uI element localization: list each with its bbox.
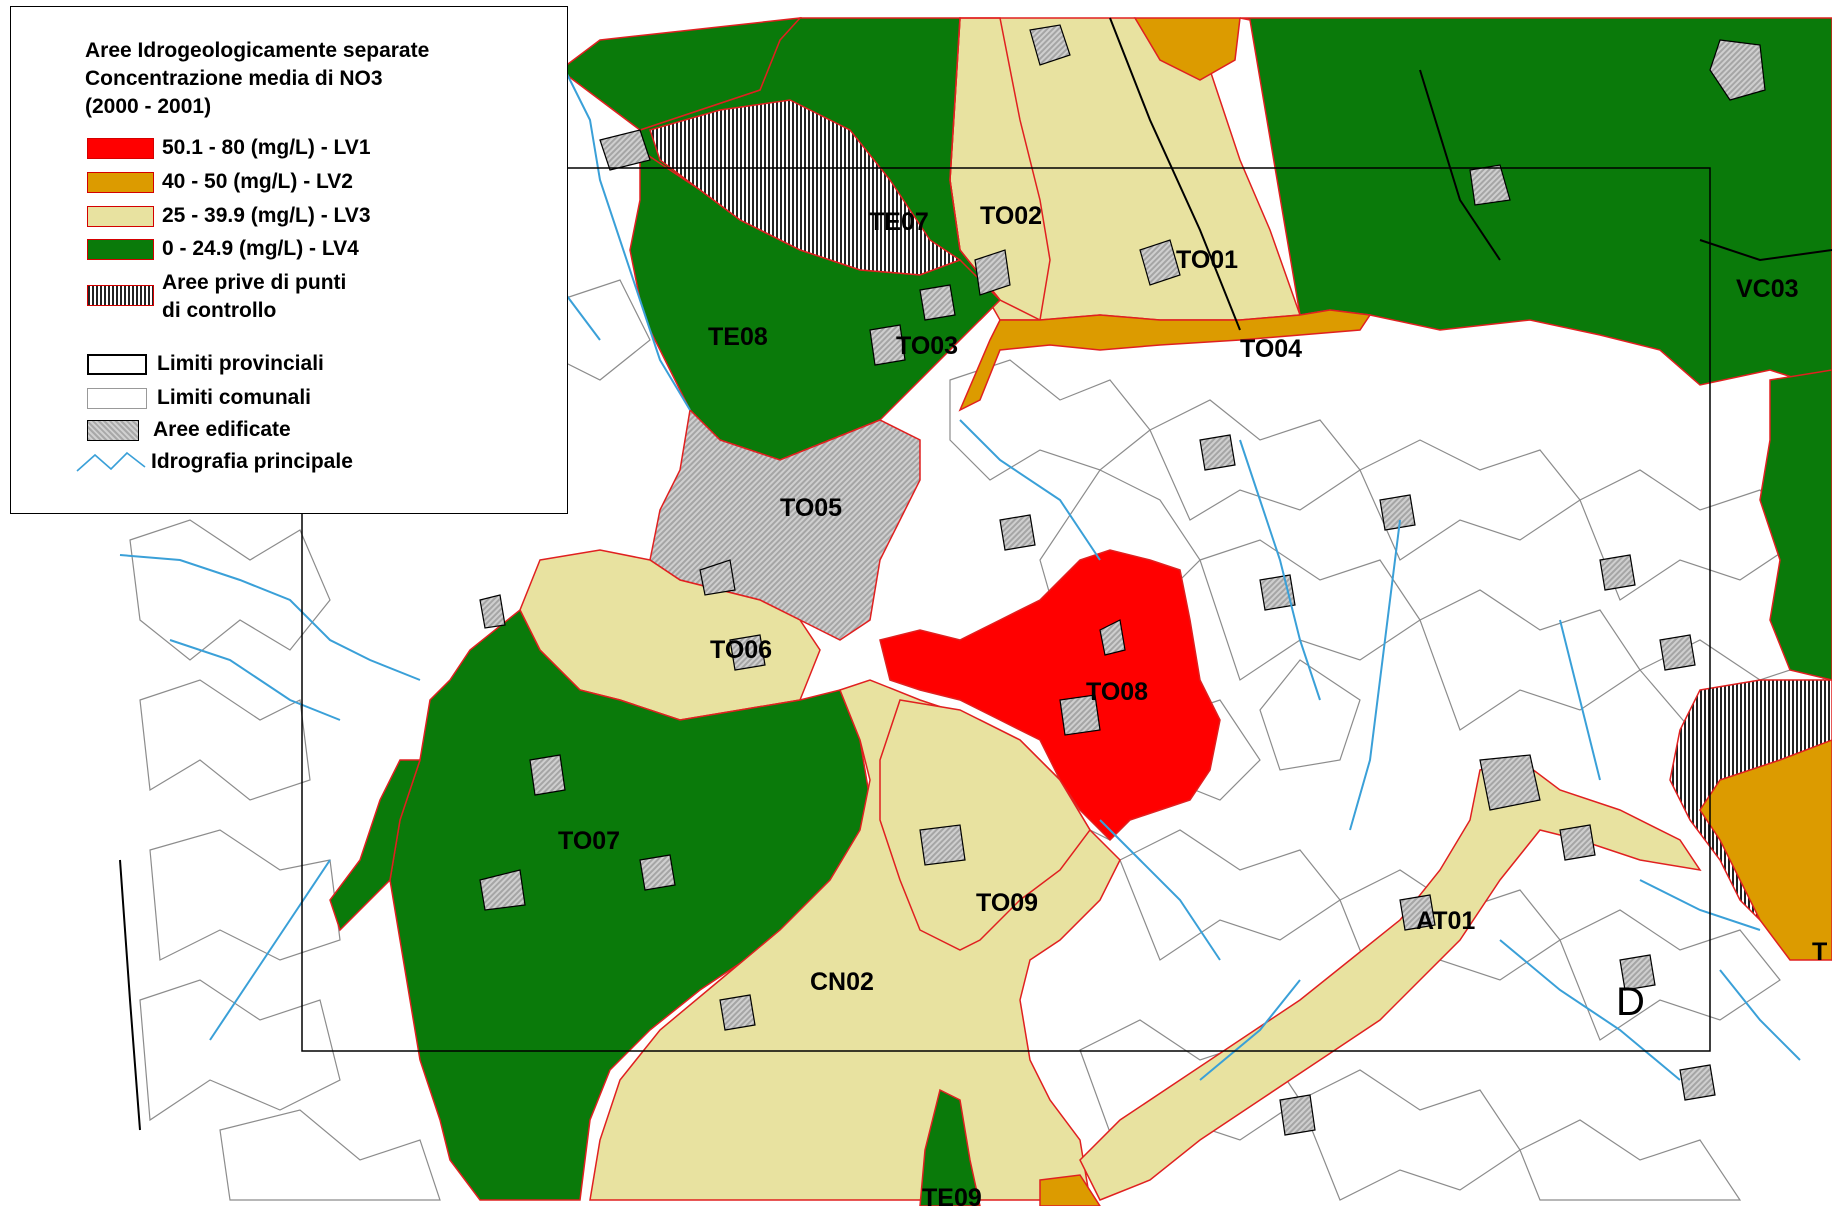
zone-polygons bbox=[329, 17, 1832, 1206]
legend-item-lv3: 25 - 39.9 (mg/L) - LV3 bbox=[87, 203, 371, 229]
zone-east-green bbox=[1759, 369, 1832, 681]
zone-te09-green bbox=[919, 1088, 981, 1206]
zone-at01-strip bbox=[1079, 759, 1702, 1201]
legend-item-lv1: 50.1 - 80 (mg/L) - LV1 bbox=[87, 135, 371, 161]
legend-item-hydrography: Idrografia principale bbox=[75, 449, 353, 475]
legend-label-lv1: 50.1 - 80 (mg/L) - LV1 bbox=[162, 136, 371, 159]
legend-swatch-municipal bbox=[87, 387, 147, 409]
zone-label-te08: TE08 bbox=[708, 323, 768, 351]
legend-swatch-lv3 bbox=[87, 205, 154, 227]
legend-swatch-built bbox=[87, 419, 139, 441]
zone-label-te09: TE09 bbox=[922, 1184, 982, 1206]
zone-to08-red bbox=[879, 549, 1221, 842]
map-legend: Aree Idrogeologicamente separate Concent… bbox=[10, 6, 568, 514]
legend-label-no-control-line1: Aree prive di punti bbox=[162, 271, 347, 294]
zone-label-to04: TO04 bbox=[1240, 335, 1302, 363]
legend-title-line1: Aree Idrogeologicamente separate bbox=[85, 39, 430, 62]
zone-label-to07: TO07 bbox=[558, 827, 620, 855]
zone-label-to09: TO09 bbox=[976, 889, 1038, 917]
legend-swatch-lv1 bbox=[87, 137, 154, 159]
zone-label-vc03: VC03 bbox=[1736, 275, 1799, 303]
legend-label-no-control: Aree prive di punti di controllo bbox=[162, 269, 346, 325]
zone-to07-appendix bbox=[329, 759, 422, 932]
legend-swatch-lv4 bbox=[87, 238, 154, 260]
legend-label-provincial: Limiti provinciali bbox=[157, 352, 324, 375]
legend-item-lv2: 40 - 50 (mg/L) - LV2 bbox=[87, 169, 353, 195]
hydrography bbox=[119, 59, 1801, 1081]
legend-label-no-control-line2: di controllo bbox=[162, 299, 277, 322]
legend-label-lv3: 25 - 39.9 (mg/L) - LV3 bbox=[162, 204, 371, 227]
legend-item-no-control: Aree prive di punti di controllo bbox=[87, 269, 346, 325]
study-area-frame bbox=[301, 167, 1711, 1052]
zone-label-to06: TO06 bbox=[710, 636, 772, 664]
zone-label-cn02: CN02 bbox=[810, 968, 874, 996]
zone-label-at01: AT01 bbox=[1416, 907, 1475, 935]
legend-title-line3: (2000 - 2001) bbox=[85, 95, 212, 118]
legend-label-built: Aree edificate bbox=[153, 418, 291, 441]
legend-label-hydrography: Idrografia principale bbox=[151, 450, 353, 473]
legend-label-municipal: Limiti comunali bbox=[157, 386, 312, 409]
legend-label-lv4: 0 - 24.9 (mg/L) - LV4 bbox=[162, 237, 359, 260]
legend-item-municipal: Limiti comunali bbox=[87, 385, 311, 411]
zone-label-te07: TE07 bbox=[869, 208, 929, 236]
zone-label-to08: TO08 bbox=[1086, 678, 1148, 706]
zone-label-to02: TO02 bbox=[980, 202, 1042, 230]
legend-swatch-provincial bbox=[87, 353, 147, 375]
zone-label-to01: TO01 bbox=[1176, 246, 1238, 274]
zone-to02-green bbox=[558, 17, 802, 131]
river-line-icon bbox=[76, 451, 146, 472]
legend-swatch-no-control bbox=[87, 285, 154, 306]
zone-label-t: T bbox=[1812, 938, 1827, 966]
legend-label-lv2: 40 - 50 (mg/L) - LV2 bbox=[162, 170, 353, 193]
zone-to04-strip bbox=[958, 309, 1372, 412]
zone-label-d: D bbox=[1616, 980, 1645, 1024]
zone-label-to03: TO03 bbox=[896, 332, 958, 360]
provincial-limits bbox=[119, 17, 1832, 1131]
legend-item-provincial: Limiti provinciali bbox=[87, 351, 324, 377]
zone-label-to05: TO05 bbox=[780, 494, 842, 522]
built-areas bbox=[479, 24, 1766, 1136]
legend-title-line2: Concentrazione media di NO3 bbox=[85, 67, 383, 90]
zone-to09-light bbox=[879, 699, 1091, 951]
legend-item-built: Aree edificate bbox=[87, 417, 291, 443]
legend-swatch-lv2 bbox=[87, 171, 154, 193]
zone-orange-north bbox=[1133, 17, 1241, 81]
zone-orange-south bbox=[1039, 1174, 1101, 1206]
legend-item-lv4: 0 - 24.9 (mg/L) - LV4 bbox=[87, 236, 359, 262]
legend-title: Aree Idrogeologicamente separate Concent… bbox=[85, 37, 429, 121]
zone-labels: TE07 TO02 TO01 VC03 TE08 TO03 TO04 TO05 … bbox=[558, 202, 1827, 1206]
